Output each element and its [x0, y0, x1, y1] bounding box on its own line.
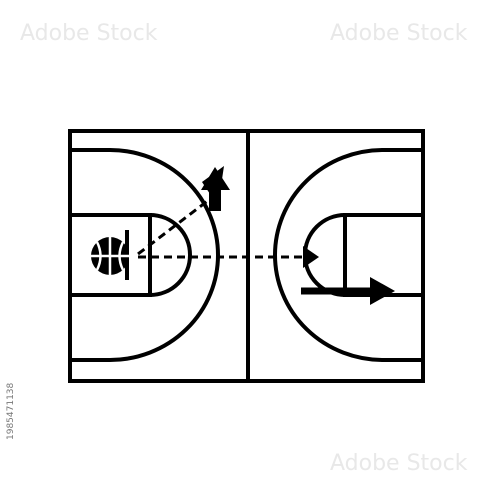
- right-three-point-arc: [273, 148, 423, 362]
- solid-arrow-icon: [201, 167, 230, 211]
- watermark-text-3: Adobe Stock: [330, 451, 468, 476]
- image-id-text: 1985471138: [6, 382, 16, 440]
- watermark: Adobe Stock Adobe Stock Adobe Stock: [20, 21, 468, 476]
- left-three-point-arc: [70, 148, 220, 362]
- watermark-text-2: Adobe Stock: [330, 21, 468, 46]
- left-key: [70, 213, 152, 297]
- basketball-icon: [91, 237, 129, 275]
- right-key: [343, 213, 423, 297]
- dashed-pass-arrow: [138, 246, 319, 268]
- left-free-throw-arc: [149, 213, 192, 297]
- solid-move-arrow: [301, 277, 395, 305]
- watermark-text-1: Adobe Stock: [20, 21, 158, 46]
